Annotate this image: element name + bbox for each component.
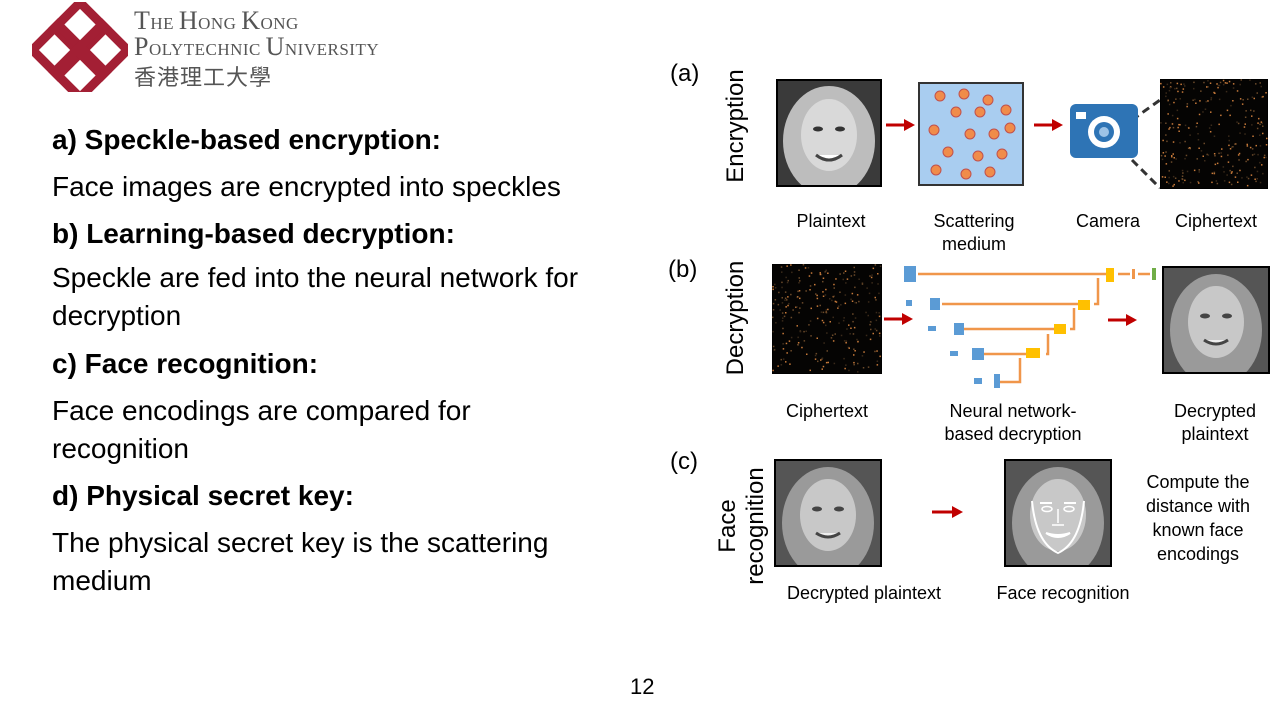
panel-a-side-label: Encryption [722,69,749,183]
caption-ciphertext-a: Ciphertext [1174,211,1258,231]
university-name-line2: POLYTECHNIC UNIVERSITY [134,32,380,61]
caption-network-line1: Neural network- [949,401,1077,421]
plaintext-face-image [776,79,882,187]
caption-camera: Camera [1075,211,1141,231]
caption-scattering-line2: medium [941,234,1007,254]
caption-scattering-line1: Scattering [933,211,1015,231]
decrypted-face-image-b [1162,266,1270,374]
university-name-chinese: 香港理工大學 [134,66,273,91]
caption-compute-line1: Compute the [1146,472,1250,492]
section-c-body: Face encodings are compared for recognit… [52,395,471,464]
university-name-line1: THE HONG KONG [134,6,299,35]
caption-compute-line2: distance with [1145,496,1251,516]
section-c-title: c) Face recognition: [52,348,319,379]
face-recognition-image [1004,459,1112,567]
arrow-plaintext-to-medium [886,119,915,131]
caption-scattering-medium: Scattering medium [918,210,1030,256]
caption-ciphertext-b: Ciphertext [785,401,869,421]
panel-a-label: (a) [670,60,700,87]
section-d-title: d) Physical secret key: [52,480,354,511]
caption-compute-line3: known face [1152,520,1244,540]
section-a-body: Face images are encrypted into speckles [52,171,561,202]
section-b-body: Speckle are fed into the neural network … [52,262,579,331]
caption-decrypted-plaintext-b: Decrypted plaintext [1160,400,1270,446]
decrypted-face-image-c [774,459,882,567]
panel-c-label: (c) [670,448,698,475]
section-d-body: The physical secret key is the scatterin… [52,527,549,596]
polyu-logo [32,2,128,92]
panel-b-side-label: Decryption [722,260,749,376]
scattering-medium-graphic [918,82,1024,186]
caption-compute-distance: Compute the distance with known face enc… [1130,470,1266,566]
page-number: 12 [630,674,655,699]
section-a-title: a) Speckle-based encryption: [52,124,442,155]
caption-compute-line4: encodings [1156,544,1240,564]
panel-c-side-line2: recognition [742,467,769,585]
caption-decrypted-line2: plaintext [1181,424,1249,444]
arrow-decrypted-to-recognition [932,506,963,518]
camera-icon [1070,98,1162,190]
caption-decrypted-line1: Decrypted [1173,401,1257,421]
ciphertext-speckle-image-a [1159,78,1269,190]
caption-network-line2: based decryption [944,424,1082,444]
section-b-title: b) Learning-based decryption: [52,218,455,249]
caption-neural-network: Neural network- based decryption [930,400,1096,446]
ciphertext-speckle-image-b [771,263,883,375]
caption-face-recognition: Face recognition [996,583,1130,603]
panel-c-side-label: Face recognition [714,456,770,596]
caption-plaintext: Plaintext [796,211,866,231]
arrow-medium-to-camera [1034,119,1063,131]
unet-network-diagram [904,266,1156,388]
arrow-network-to-decrypted [1108,314,1137,326]
panel-b-label: (b) [668,256,698,283]
panel-c-side-line1: Face [714,499,741,553]
caption-decrypted-plaintext-c: Decrypted plaintext [786,583,942,603]
arrow-ciphertext-to-network [884,313,913,325]
